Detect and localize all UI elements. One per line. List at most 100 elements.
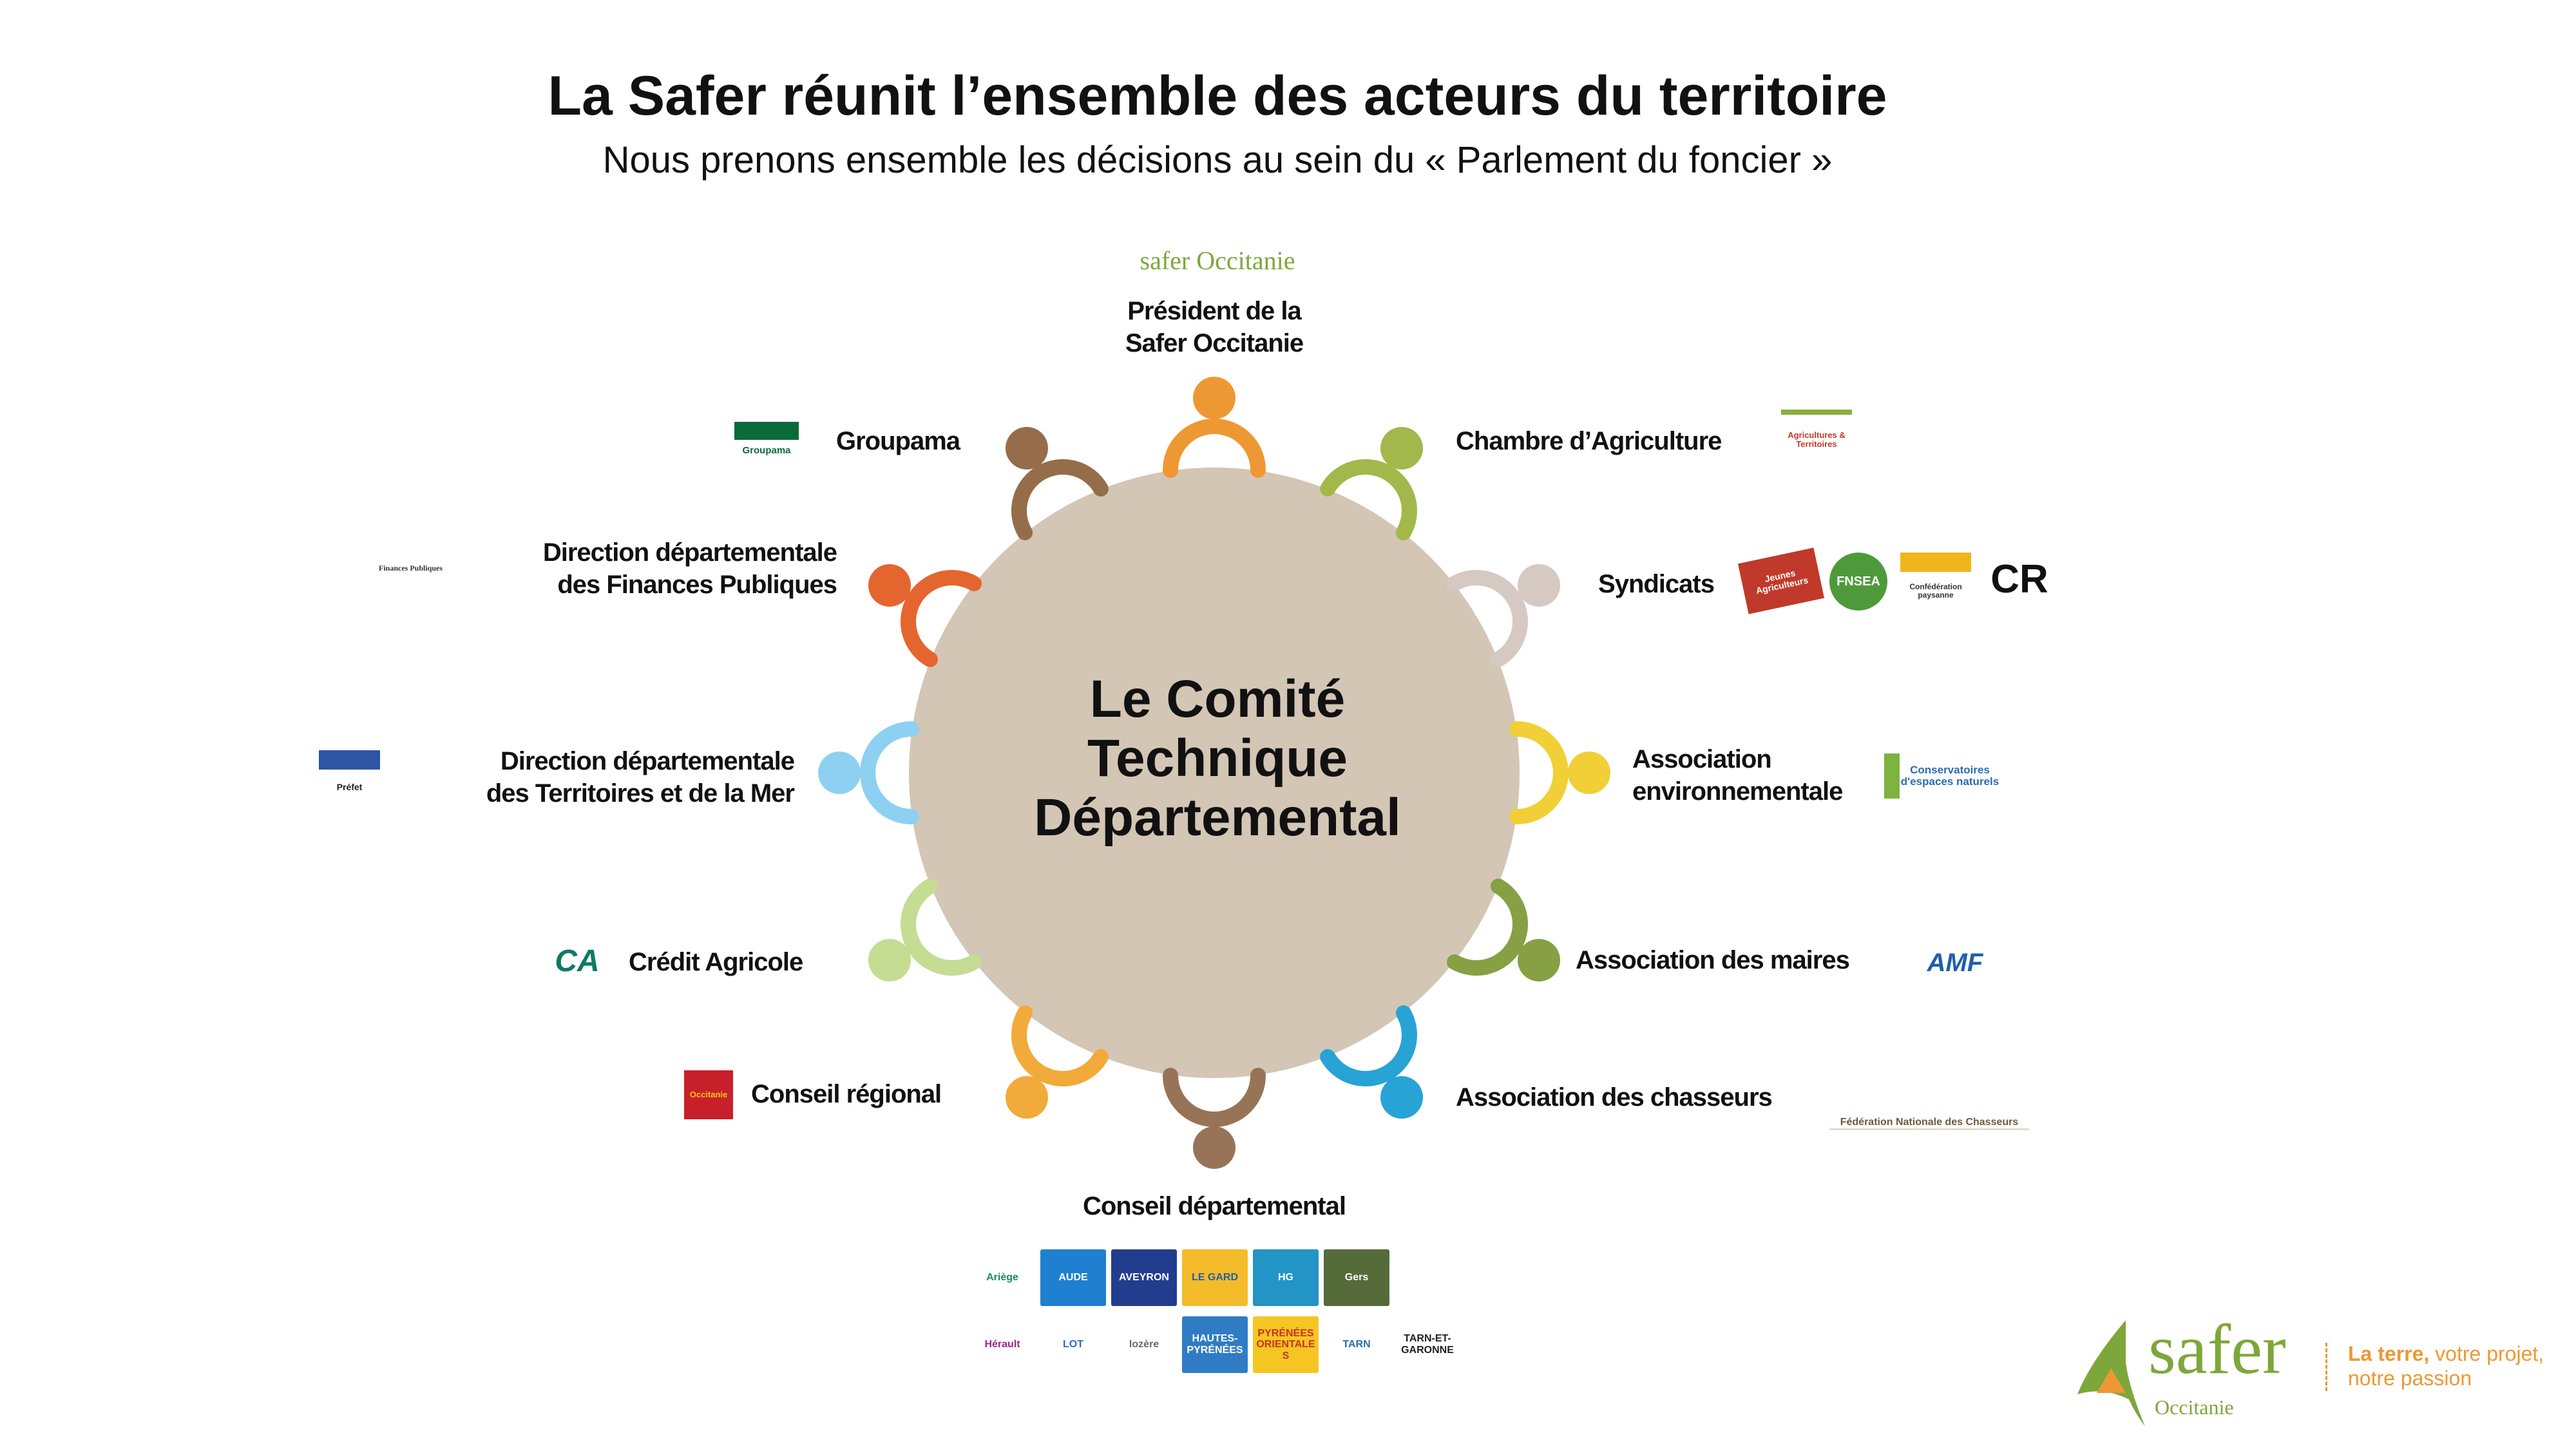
committee-title-line: Technique [1087, 729, 1348, 788]
committee-title-line: Le Comité [1089, 670, 1346, 728]
person-body [1011, 1005, 1109, 1086]
person-body [1509, 721, 1569, 824]
person-ddtm [818, 721, 919, 824]
label-text: Syndicats [1598, 569, 1715, 598]
label-association-maires: Association des maires [1565, 940, 1900, 981]
person-body [1320, 459, 1417, 540]
label-text: Association des chasseurs [1456, 1083, 1773, 1112]
label-syndicats: Syndicats [1579, 563, 1733, 605]
person-body [1163, 1068, 1266, 1127]
coordination-rurale-logo: CR [1990, 557, 2048, 602]
departement-logo: Hérault [969, 1316, 1035, 1373]
label-text: Président de la [1127, 297, 1302, 325]
person-head [1380, 426, 1423, 469]
person-head [818, 752, 861, 794]
person-credit-agricole [868, 878, 982, 981]
person-body [1320, 1005, 1417, 1086]
label-text: Direction départementale [542, 538, 837, 567]
departement-logo: LOT [1040, 1316, 1106, 1373]
departement-logo: AVEYRON [1111, 1249, 1177, 1306]
person-body [901, 570, 982, 667]
person-ddfip [868, 564, 982, 667]
person-head [868, 939, 911, 981]
label-text: des Finances Publiques [557, 570, 837, 599]
label-text: Crédit Agricole [629, 948, 803, 976]
label-association-environnementale: Association environnementale [1622, 737, 1873, 814]
label-chambre-agriculture: Chambre d’Agriculture [1445, 421, 1768, 460]
prefet-logo: Préfet [319, 750, 380, 805]
person-conseil-regional [1006, 1005, 1109, 1119]
departement-logo: Ariège [969, 1249, 1035, 1306]
person-body [1163, 419, 1266, 478]
footer-divider [2325, 1343, 2327, 1391]
page-title: La Safer réunit l’ensemble des acteurs d… [548, 65, 1887, 127]
label-text: Association [1632, 745, 1772, 773]
person-head [868, 564, 911, 607]
label-text: Direction départementale [500, 746, 795, 775]
label-groupama: Groupama [813, 421, 983, 460]
label-text: Safer Occitanie [1125, 329, 1304, 357]
person-president [1163, 377, 1266, 478]
footer-tagline: La terre, votre projet, notre passion [2348, 1341, 2544, 1390]
person-head [1380, 1076, 1423, 1119]
tagline-rest: votre projet, [2429, 1342, 2544, 1365]
confederation-paysanne-logo: Confédération paysanne [1900, 553, 1971, 611]
person-head [1568, 752, 1610, 794]
label-ddtm: Direction départementale des Territoires … [393, 740, 805, 814]
tagline-line2: notre passion [2348, 1367, 2472, 1390]
departement-logo: TARN [1324, 1316, 1389, 1373]
person-conseil-departemental [1163, 1068, 1266, 1169]
departement-logo: LE GARD [1182, 1249, 1248, 1306]
departement-logo: lozère [1111, 1316, 1177, 1373]
person-head [1006, 426, 1048, 469]
footer-region: Occitanie [2155, 1396, 2234, 1419]
person-head [1006, 1076, 1048, 1119]
person-body [1447, 878, 1528, 976]
person-environnement [1509, 721, 1610, 824]
chambre-agriculture-logo: Agricultures & Territoires [1781, 410, 1852, 465]
departement-logo: AUDE [1040, 1249, 1106, 1306]
person-chasseurs [1320, 1005, 1423, 1119]
region-occitanie-logo: Occitanie [684, 1070, 733, 1119]
amf-logo: AMF [1927, 949, 1983, 977]
label-text: Conseil départemental [1082, 1192, 1346, 1220]
departement-logo: Gers [1324, 1249, 1389, 1306]
committee-table-circle [909, 468, 1520, 1078]
departement-logo: TARN-ET-GARONNE [1395, 1316, 1460, 1373]
label-text: Chambre d’Agriculture [1456, 426, 1722, 455]
label-text: Groupama [835, 426, 960, 455]
person-body [901, 878, 982, 976]
person-head [1193, 1126, 1236, 1169]
person-syndicats [1447, 564, 1561, 667]
departement-logo: PYRÉNÉES ORIENTALES [1253, 1316, 1319, 1373]
person-body [860, 721, 919, 824]
person-maires [1447, 878, 1561, 981]
departement-logo: HG [1253, 1249, 1319, 1306]
committee-title-line: Départemental [1034, 788, 1401, 847]
groupama-logo: Groupama [734, 422, 799, 462]
departement-logo: HAUTES-PYRÉNÉES [1182, 1316, 1248, 1373]
safer-logo-top: safer Occitanie [1140, 246, 1295, 275]
safer-triangle-icon [2077, 1320, 2145, 1426]
person-head [1518, 564, 1561, 607]
label-text: des Territoires et de la Mer [486, 779, 795, 808]
person-groupama [1006, 426, 1109, 540]
label-conseil-departemental: Conseil départemental [1044, 1186, 1385, 1227]
finances-publiques-logo: Finances Publiques [378, 564, 443, 573]
safer-occitanie-footer-logo: safer Occitanie La terre, votre projet, … [2065, 1311, 2567, 1433]
label-association-chasseurs: Association des chasseurs [1445, 1077, 1819, 1118]
footer-brand: safer [2148, 1310, 2286, 1388]
person-body [1011, 459, 1109, 540]
label-text: Conseil régional [751, 1080, 942, 1108]
page-subtitle: Nous prenons ensemble les décisions au s… [602, 139, 1833, 181]
label-text: Association des maires [1576, 946, 1850, 974]
federation-chasseurs-logo: Fédération Nationale des Chasseurs [1829, 1072, 2029, 1130]
label-text: environnementale [1632, 777, 1843, 806]
fnsea-logo: FNSEA [1829, 553, 1887, 611]
tagline-bold: La terre, [2348, 1342, 2430, 1365]
person-chambre [1320, 426, 1423, 540]
committee-title: Le Comité Technique Départemental [966, 670, 1469, 848]
label-ddfip: Direction départementale des Finances Pub… [467, 529, 847, 608]
label-president: Président de la Safer Occitanie [1095, 292, 1333, 362]
label-conseil-regional: Conseil régional [741, 1074, 983, 1115]
